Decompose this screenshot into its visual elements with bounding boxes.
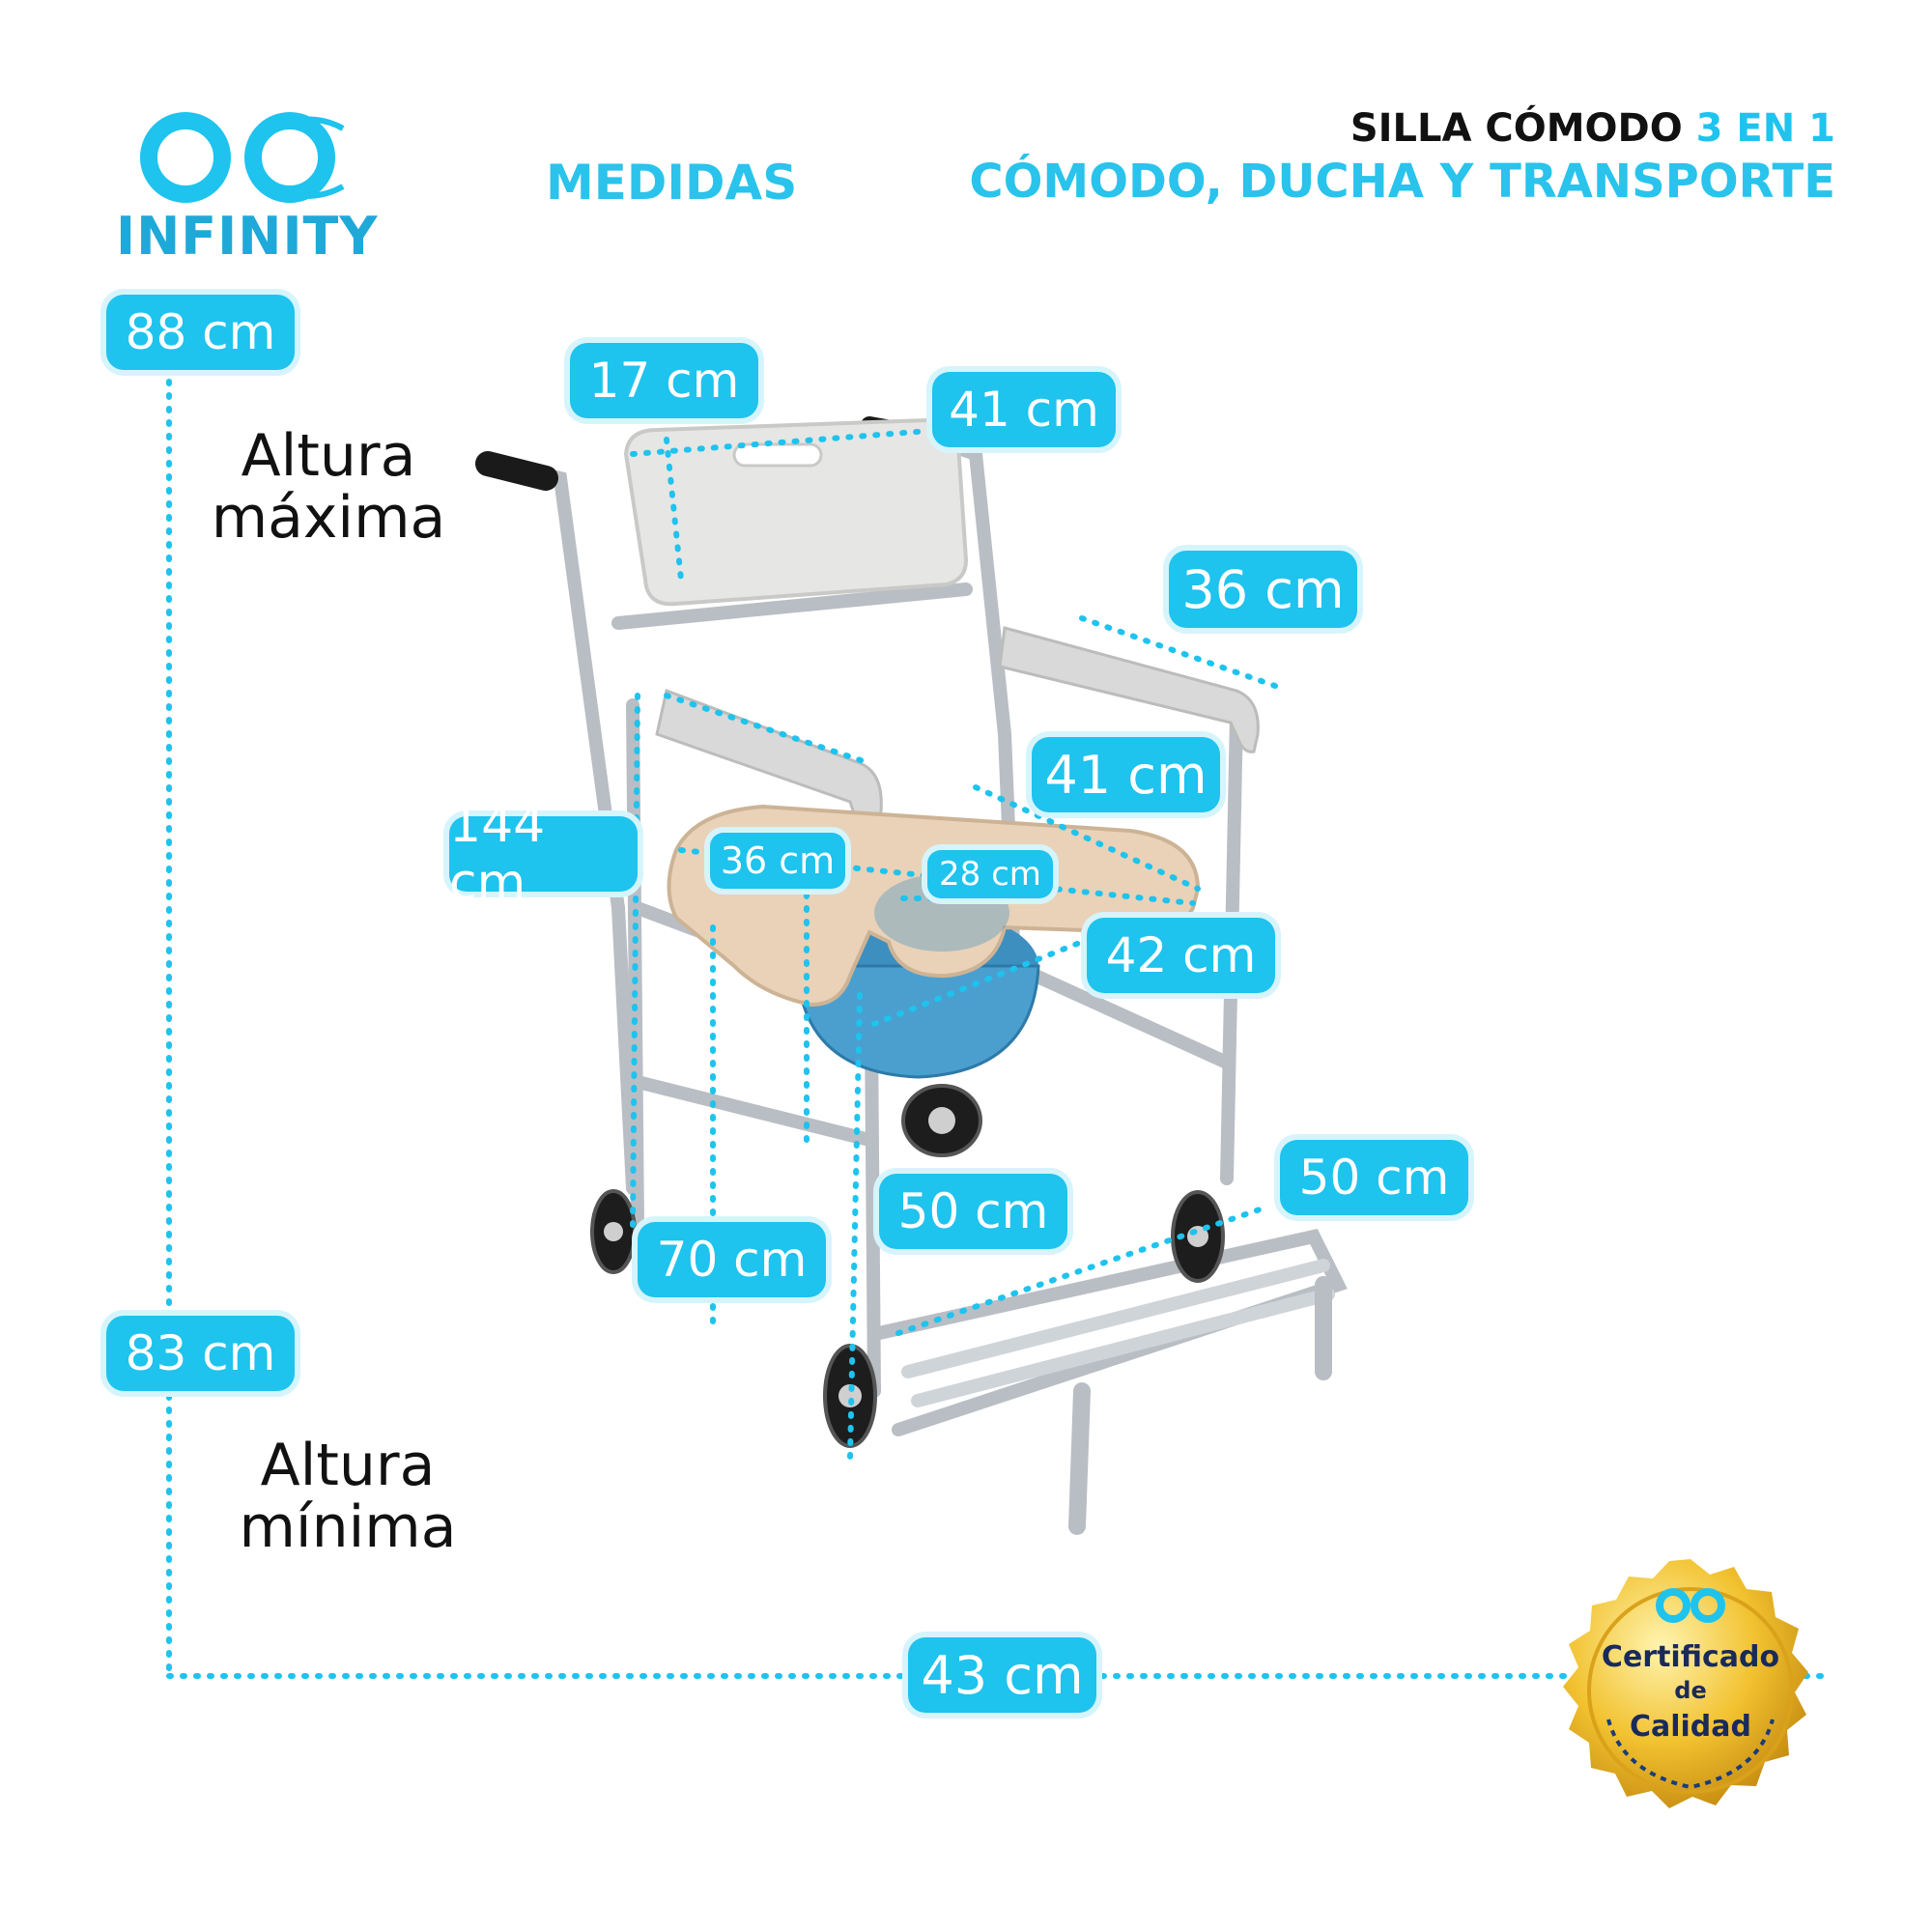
pill-backrest-width: 41 cm bbox=[932, 372, 1116, 447]
pill-front-height: 50 cm bbox=[879, 1174, 1067, 1249]
pill-footrest: 50 cm bbox=[1280, 1140, 1468, 1215]
seal-line3: Calidad bbox=[1629, 1710, 1752, 1744]
product-title: SILLA CÓMODO 3 EN 1 CÓMODO, DUCHA Y TRAN… bbox=[969, 106, 1835, 209]
section-title: MEDIDAS bbox=[546, 155, 798, 211]
pill-min-height: 83 cm bbox=[106, 1316, 295, 1391]
label-max-height-line1: Altura bbox=[241, 422, 416, 490]
brand-logo: INFINITY bbox=[116, 101, 379, 267]
label-min-height-line2: mínima bbox=[239, 1493, 457, 1561]
product-title-main: SILLA CÓMODO bbox=[1350, 106, 1696, 151]
label-max-height-line2: máxima bbox=[211, 484, 446, 552]
pill-total-height: 144 cm bbox=[449, 796, 638, 912]
pill-seat-height: 70 cm bbox=[638, 1222, 826, 1297]
pill-seat-depth: 36 cm bbox=[710, 833, 845, 889]
pill-opening: 28 cm bbox=[927, 850, 1053, 898]
seal-line1: Certificado bbox=[1601, 1640, 1780, 1674]
product-subtitle: CÓMODO, DUCHA Y TRANSPORTE bbox=[969, 155, 1835, 209]
label-min-height: Altura mínima bbox=[208, 1435, 488, 1558]
pill-armrest-length: 36 cm bbox=[1169, 551, 1357, 628]
seal-badge-icon bbox=[1563, 1559, 1808, 1808]
pill-seat-width: 41 cm bbox=[1032, 737, 1220, 812]
label-min-height-line1: Altura bbox=[260, 1432, 436, 1499]
label-max-height: Altura máxima bbox=[188, 425, 469, 549]
pill-seat-side: 42 cm bbox=[1087, 918, 1275, 993]
product-title-accent: 3 EN 1 bbox=[1695, 106, 1835, 151]
pill-backrest-height: 17 cm bbox=[570, 343, 758, 418]
pill-width-total: 43 cm bbox=[908, 1637, 1096, 1713]
infinity-logo-icon bbox=[140, 112, 345, 203]
pill-max-height: 88 cm bbox=[106, 295, 295, 370]
seal-line2: de bbox=[1674, 1677, 1707, 1704]
brand-name: INFINITY bbox=[116, 206, 379, 267]
quality-seal: Certificado de Calidad bbox=[1555, 1555, 1826, 1826]
